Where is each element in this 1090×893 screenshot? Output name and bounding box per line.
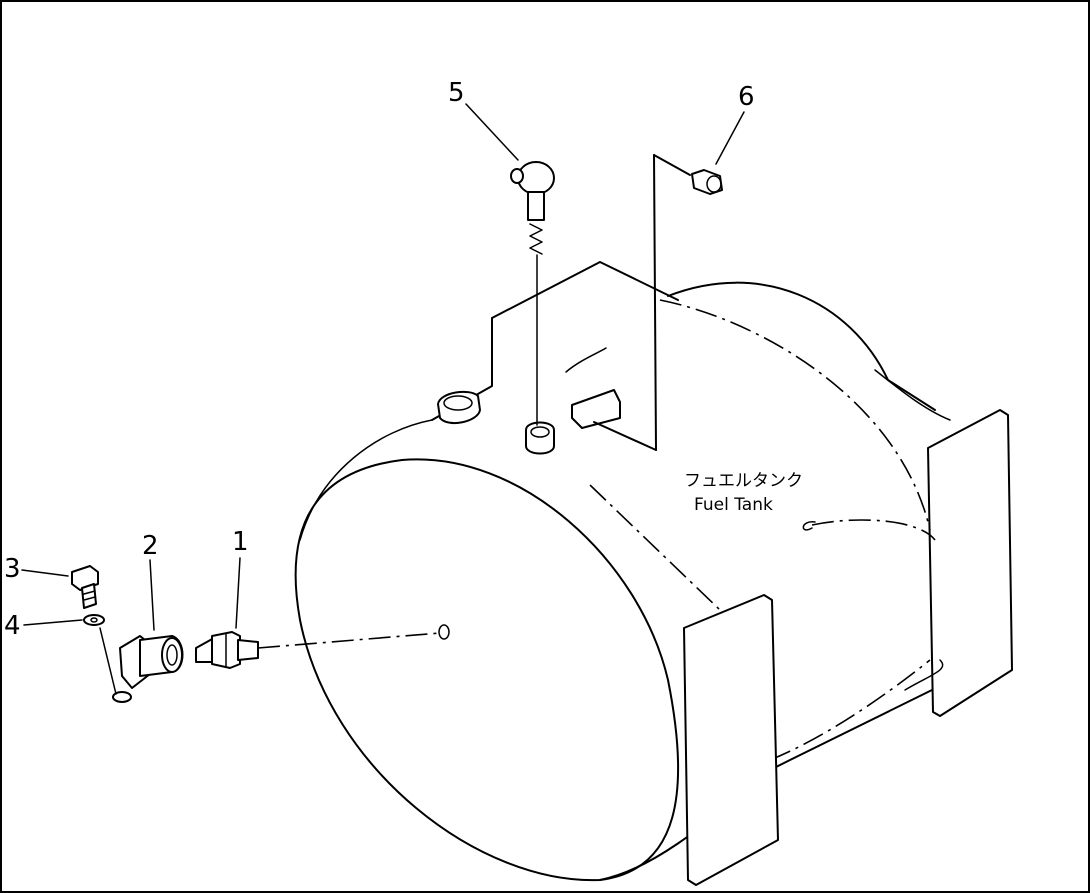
tank-top-box bbox=[491, 261, 679, 319]
leader-3 bbox=[21, 569, 69, 577]
leader-1 bbox=[235, 557, 241, 629]
tank-end-cap bbox=[294, 458, 680, 882]
callout-6: 6 bbox=[738, 82, 755, 112]
front-bracket bbox=[683, 594, 779, 886]
gauge-boss bbox=[525, 421, 555, 455]
part-3-bolt: 3 bbox=[4, 554, 99, 609]
drain-hole bbox=[438, 624, 450, 640]
callout-5: 5 bbox=[448, 78, 465, 108]
part-2-joint: 2 bbox=[119, 531, 184, 689]
leader-4 bbox=[23, 619, 83, 626]
part-4-washer: 4 bbox=[4, 611, 132, 703]
rear-bracket bbox=[927, 409, 1013, 717]
callout-2: 2 bbox=[142, 531, 159, 561]
part-6-plug: 6 bbox=[691, 82, 755, 195]
tank-label-english: Fuel Tank bbox=[694, 495, 773, 515]
callout-4: 4 bbox=[4, 611, 21, 641]
sensor-line bbox=[653, 154, 657, 451]
part-5-level-sensor: 5 bbox=[448, 78, 555, 255]
callout-1: 1 bbox=[232, 527, 249, 557]
fuel-tank bbox=[257, 154, 1013, 886]
leader-2 bbox=[149, 559, 155, 631]
part-1-fitting: 1 bbox=[195, 527, 259, 669]
tank-label-japanese: フュエルタンク bbox=[684, 471, 803, 491]
leader-6 bbox=[715, 111, 745, 165]
leader-5 bbox=[465, 103, 519, 161]
top-clip bbox=[571, 389, 621, 429]
callout-3: 3 bbox=[4, 554, 21, 584]
tank-upper-body bbox=[667, 281, 936, 411]
